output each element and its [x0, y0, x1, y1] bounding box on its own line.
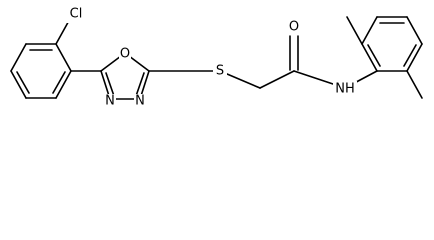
bond — [10, 43, 27, 72]
label-mask — [213, 63, 227, 79]
label-mask — [119, 46, 131, 62]
chlorine-label: Cl — [70, 7, 83, 22]
bond-lines — [10, 16, 423, 100]
bond — [55, 70, 72, 99]
label-mask — [333, 81, 357, 97]
bond — [361, 43, 378, 72]
sulfur-label: S — [216, 64, 224, 79]
bond — [406, 16, 423, 45]
bond — [105, 72, 115, 97]
bond — [135, 72, 145, 97]
bond — [406, 70, 423, 99]
label-mask — [134, 94, 146, 108]
bond — [10, 70, 27, 99]
oxadiazole-oxygen-label: O — [120, 47, 130, 62]
bond — [367, 44, 381, 67]
atom-label-backgrounds — [66, 7, 357, 108]
oxadiazole-nitrogen-right-label: N — [135, 94, 145, 109]
bond — [406, 43, 423, 72]
carbonyl-oxygen-label: O — [289, 20, 299, 35]
bond — [55, 43, 72, 72]
bond — [346, 16, 363, 45]
bond — [52, 71, 66, 94]
label-mask — [104, 94, 116, 108]
bond — [361, 16, 378, 45]
bond — [259, 70, 295, 89]
oxadiazole-nitrogen-left-label: N — [105, 94, 115, 109]
bond — [16, 71, 30, 94]
chemical-structure-diagram: Cl O N N S O NH — [10, 7, 423, 109]
label-mask — [66, 7, 86, 23]
bond — [403, 44, 417, 67]
label-mask — [287, 19, 301, 35]
atom-labels: Cl O N N S O NH — [70, 7, 355, 109]
amide-nh-label: NH — [335, 82, 355, 97]
